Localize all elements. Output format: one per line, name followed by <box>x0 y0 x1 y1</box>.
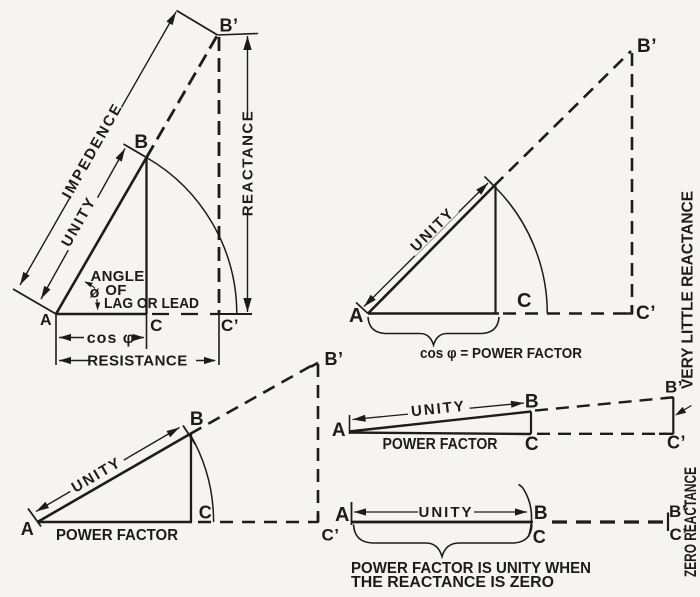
svg-text:B’: B’ <box>220 16 239 36</box>
svg-text:C: C <box>517 290 532 312</box>
svg-text:C: C <box>150 316 163 335</box>
svg-text:B’: B’ <box>637 36 657 57</box>
svg-text:cos φ: cos φ <box>87 330 135 347</box>
svg-text:RESISTANCE: RESISTANCE <box>87 353 188 370</box>
svg-text:VERY LITTLE REACTANCE: VERY LITTLE REACTANCE <box>680 191 697 389</box>
svg-text:POWER FACTOR IS UNITY WHEN: POWER FACTOR IS UNITY WHEN <box>351 560 591 577</box>
svg-text:LAG OR LEAD: LAG OR LEAD <box>104 295 199 312</box>
svg-text:C: C <box>533 527 547 547</box>
svg-text:C’: C’ <box>636 303 656 324</box>
svg-text:POWER FACTOR: POWER FACTOR <box>56 527 178 544</box>
svg-text:A: A <box>40 312 52 329</box>
svg-text:C’: C’ <box>667 433 686 453</box>
svg-text:THE REACTANCE IS ZERO: THE REACTANCE IS ZERO <box>351 574 554 591</box>
svg-text:B’: B’ <box>325 349 344 369</box>
svg-text:A: A <box>335 504 350 526</box>
svg-text:ø: ø <box>90 285 100 302</box>
svg-text:B: B <box>134 132 148 153</box>
svg-text:UNITY: UNITY <box>419 504 474 521</box>
svg-text:C’: C’ <box>670 525 688 544</box>
svg-text:ANGLE: ANGLE <box>91 268 145 285</box>
svg-text:UNITY: UNITY <box>410 398 466 421</box>
svg-text:A: A <box>332 420 346 441</box>
svg-text:C’: C’ <box>322 526 340 545</box>
svg-text:ZERO REACTANCE: ZERO REACTANCE <box>681 467 700 577</box>
svg-text:B: B <box>190 409 204 430</box>
svg-text:B: B <box>534 503 548 524</box>
svg-text:C: C <box>525 434 539 455</box>
svg-text:B’: B’ <box>665 378 683 397</box>
svg-text:A: A <box>21 519 35 539</box>
svg-text:A: A <box>349 305 364 327</box>
svg-text:POWER FACTOR: POWER FACTOR <box>383 436 498 453</box>
svg-text:cos φ = POWER FACTOR: cos φ = POWER FACTOR <box>420 345 582 362</box>
svg-text:B’: B’ <box>669 502 687 521</box>
svg-text:OF: OF <box>105 282 126 299</box>
svg-text:C: C <box>199 503 213 523</box>
svg-text:REACTANCE: REACTANCE <box>240 110 257 217</box>
svg-text:C’: C’ <box>221 316 239 335</box>
svg-text:B: B <box>525 392 539 413</box>
